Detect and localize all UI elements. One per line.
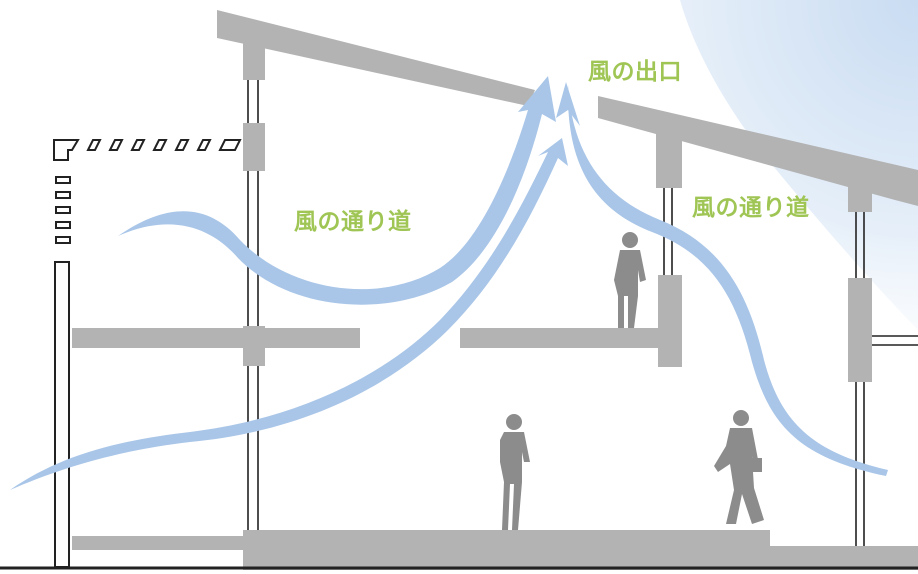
ground-slab-left [72,536,243,550]
left-mid-floor [72,328,360,348]
person-standing [500,414,530,530]
ground-slab-main [243,530,770,570]
wind-outlet-label: 風の出口 [588,59,682,85]
wind-path-label-left: 風の通り道 [294,209,412,235]
wind-arrow-right [567,85,888,476]
wind-arrow-lower [10,138,568,490]
wind-path-label-right: 風の通り道 [692,195,810,221]
left-roof [217,10,535,106]
right-roof [598,96,918,206]
person-walking [714,410,764,524]
left-wall [53,139,80,568]
mezzanine-floor [460,328,682,348]
people [500,232,764,530]
structure [72,10,918,570]
wind-arrow-right-head [556,82,580,126]
person-mezzanine [614,232,646,328]
ground-slab-right [770,546,918,570]
eave-louvers [86,139,242,151]
wind-arrows [10,76,888,490]
